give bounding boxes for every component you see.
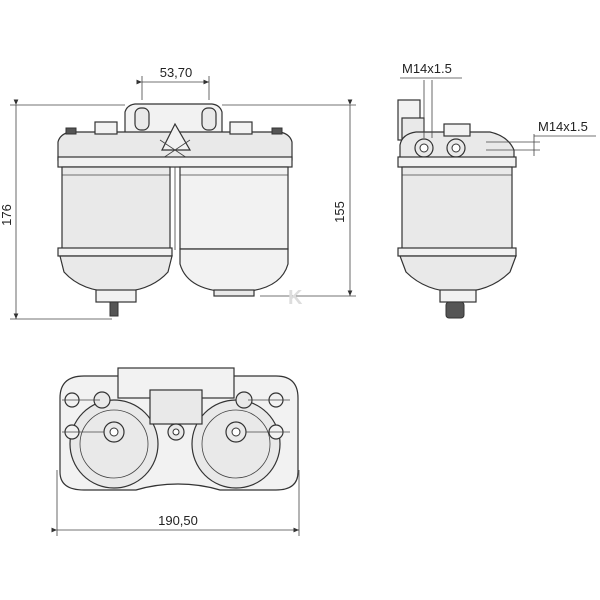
dimension-label-port-thread-side: M14x1.5 bbox=[538, 119, 588, 134]
top-view bbox=[59, 367, 299, 491]
dimension-port-thread-side: M14x1.5 bbox=[486, 119, 596, 156]
dimension-label-body-height: 155 bbox=[332, 201, 347, 223]
dimension-mount-spacing: 53,70 bbox=[136, 65, 210, 100]
dimension-port-thread-top: M14x1.5 bbox=[400, 61, 462, 138]
side-view bbox=[397, 99, 517, 319]
dimension-label-total-width: 190,50 bbox=[158, 513, 198, 528]
dimension-label-total-height: 176 bbox=[0, 204, 14, 226]
dimension-body-height: 155 bbox=[222, 99, 356, 297]
dimension-label-port-thread-top: M14x1.5 bbox=[402, 61, 452, 76]
dimension-total-height: 176 bbox=[0, 99, 125, 320]
dimension-total-width: 190,50 bbox=[51, 470, 300, 536]
front-view bbox=[57, 103, 293, 317]
watermark-logo: K bbox=[288, 287, 303, 309]
dimension-label-mount-spacing: 53,70 bbox=[160, 65, 193, 80]
